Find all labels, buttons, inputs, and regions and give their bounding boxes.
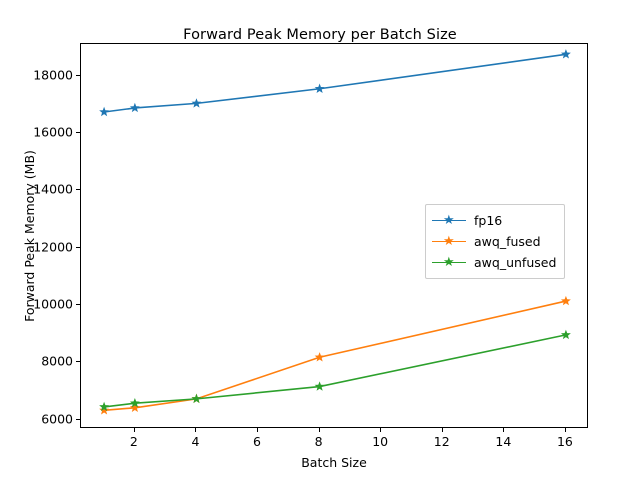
data-point-marker xyxy=(99,106,110,117)
x-tick-mark xyxy=(441,428,443,432)
data-point-marker xyxy=(129,397,140,408)
plot-lines xyxy=(99,49,571,415)
y-tick-mark xyxy=(76,131,80,133)
legend-swatch-icon: ★ xyxy=(432,233,466,249)
y-tick-mark xyxy=(76,304,80,306)
y-tick-label: 14000 xyxy=(33,181,73,197)
x-tick-label: 6 xyxy=(253,434,261,449)
series-line xyxy=(103,53,567,113)
y-tick-label: 10000 xyxy=(33,296,73,312)
x-tick-mark xyxy=(564,428,566,432)
data-point-marker xyxy=(314,352,325,362)
y-tick-mark xyxy=(76,418,80,420)
data-point-marker xyxy=(191,98,202,108)
chart-legend: ★ fp16 ★ awq_fused ★ awq_unfused xyxy=(425,204,566,279)
data-point-marker xyxy=(560,295,571,306)
legend-swatch-icon: ★ xyxy=(432,254,466,270)
x-tick-mark xyxy=(195,428,197,432)
star-marker-icon: ★ xyxy=(443,212,455,228)
x-tick-mark xyxy=(257,428,259,432)
chart-title: Forward Peak Memory per Batch Size xyxy=(183,27,457,43)
legend-item-awq_unfused: ★ awq_unfused xyxy=(432,252,556,273)
series-awq_fused xyxy=(99,295,571,415)
x-tick-label: 4 xyxy=(191,434,200,449)
y-tick-mark xyxy=(76,189,80,191)
x-tick-label: 8 xyxy=(314,434,323,449)
x-tick-mark xyxy=(133,428,135,432)
series-line xyxy=(103,334,567,408)
y-tick-mark xyxy=(76,246,80,248)
x-tick-label: 16 xyxy=(556,434,573,449)
x-tick-mark xyxy=(503,428,505,432)
y-tick-label: 12000 xyxy=(33,239,73,255)
x-tick-label: 12 xyxy=(433,434,450,449)
x-tick-label: 10 xyxy=(372,434,389,449)
legend-label: fp16 xyxy=(474,213,503,228)
x-tick-mark xyxy=(318,428,320,432)
legend-item-awq_fused: ★ awq_fused xyxy=(432,231,556,252)
data-point-marker xyxy=(99,405,110,415)
data-point-marker xyxy=(129,402,140,412)
y-tick-label: 18000 xyxy=(33,67,73,83)
data-point-marker xyxy=(314,381,325,391)
y-tick-label: 6000 xyxy=(41,411,73,427)
y-tick-label: 8000 xyxy=(41,353,73,369)
legend-label: awq_unfused xyxy=(474,255,557,270)
y-tick-label: 16000 xyxy=(33,124,73,140)
star-marker-icon: ★ xyxy=(443,254,455,270)
x-axis-label: Batch Size xyxy=(301,455,367,470)
data-point-marker xyxy=(129,102,140,113)
data-point-marker xyxy=(314,83,325,93)
series-fp16 xyxy=(99,49,571,117)
data-point-marker xyxy=(99,401,110,412)
legend-item-fp16: ★ fp16 xyxy=(432,210,556,231)
legend-label: awq_fused xyxy=(474,234,541,249)
data-point-marker xyxy=(560,329,571,340)
series-awq_unfused xyxy=(99,329,571,412)
legend-swatch-icon: ★ xyxy=(432,212,466,228)
x-tick-mark xyxy=(380,428,382,432)
y-tick-mark xyxy=(76,74,80,76)
y-tick-mark xyxy=(76,361,80,363)
x-tick-label: 14 xyxy=(495,434,512,449)
x-tick-label: 2 xyxy=(129,434,138,449)
series-line xyxy=(104,300,567,412)
data-point-marker xyxy=(560,49,571,59)
star-marker-icon: ★ xyxy=(443,233,455,249)
data-point-marker xyxy=(191,393,202,404)
